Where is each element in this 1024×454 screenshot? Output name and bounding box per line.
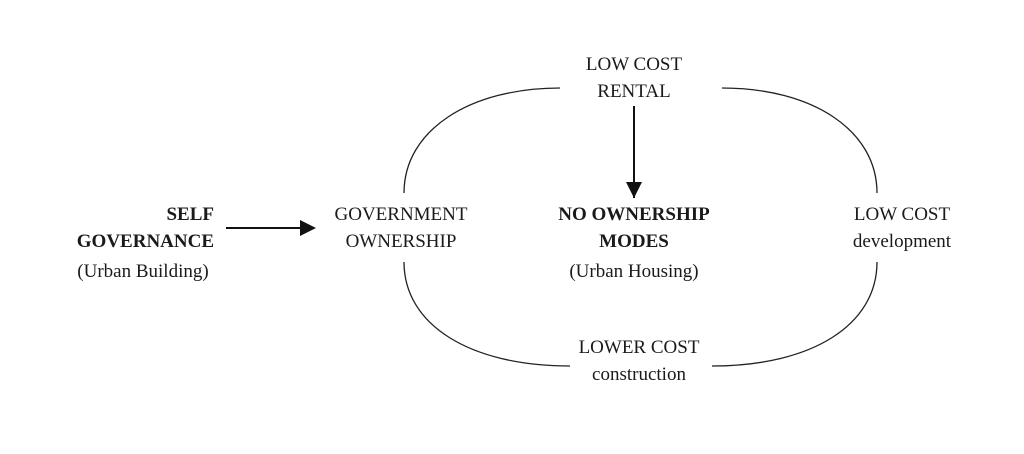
node-label-line: SELF [166,204,214,225]
node-label-line: LOWER COST [578,337,700,358]
node-self-governance-subtitle: (Urban Building) [77,261,209,282]
node-label-line: LOW COST [585,54,683,75]
arrow-head-down [626,182,642,198]
cycle-arc-top-left [403,87,561,194]
node-label-line: LOW COST [853,204,951,225]
node-government-ownership: GOVERNMENT OWNERSHIP [301,201,501,255]
node-label-line: MODES [599,231,669,252]
node-low-cost-development: LOW COST development [802,201,1002,255]
cycle-arc-bottom-right [711,261,878,367]
node-label-line: construction [592,364,686,385]
node-low-cost-rental: LOW COST RENTAL [534,51,734,105]
node-subtitle: (Urban Housing) [569,261,699,282]
node-label-line: GOVERNMENT [334,204,468,225]
cycle-arc-bottom-left [403,261,571,367]
arrow-head-right [300,220,316,236]
node-label-line: RENTAL [597,81,671,102]
node-lower-cost-construction: LOWER COST construction [539,334,739,388]
node-label-line: development [852,231,952,252]
node-label-line: NO OWNERSHIP [558,204,710,225]
node-label-line: OWNERSHIP [345,231,457,252]
node-no-ownership-modes: NO OWNERSHIP MODES (Urban Housing) [524,201,744,285]
node-self-governance: SELF GOVERNANCE [50,201,214,255]
cycle-arc-top-right [721,87,878,194]
node-label-line: GOVERNANCE [76,231,214,252]
